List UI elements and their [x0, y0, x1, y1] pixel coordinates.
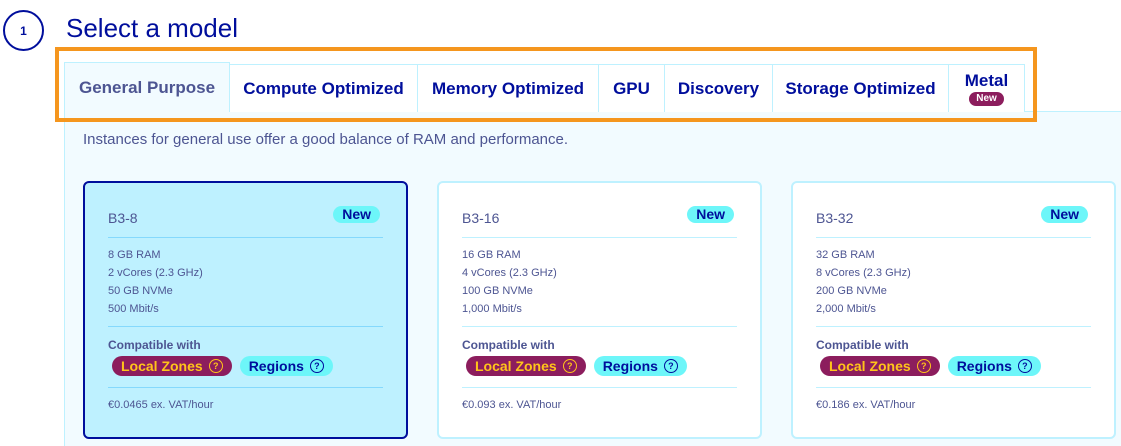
spec-bandwidth: 2,000 Mbit/s [816, 303, 876, 315]
category-description: Instances for general use offer a good b… [83, 131, 569, 148]
new-badge: New [969, 92, 1004, 106]
compatible-label: Compatible with [108, 338, 201, 352]
divider [462, 387, 737, 388]
model-card-b3-16[interactable]: B3-16 New 16 GB RAM 4 vCores (2.3 GHz) 1… [437, 181, 762, 439]
price: €0.0465 ex. VAT/hour [108, 399, 214, 411]
regions-pill[interactable]: Regions ? [239, 356, 333, 376]
tab-compute-optimized[interactable]: Compute Optimized [229, 64, 418, 112]
spec-vcores: 4 vCores (2.3 GHz) [462, 267, 557, 279]
divider [462, 326, 737, 327]
local-zones-pill[interactable]: Local Zones ? [112, 356, 232, 376]
pill-label: Local Zones [121, 358, 203, 374]
question-circle-icon[interactable]: ? [1017, 359, 1032, 373]
compatibility-pills: Local Zones ? Regions ? [820, 356, 1041, 376]
spec-storage: 50 GB NVMe [108, 285, 173, 297]
spec-ram: 8 GB RAM [108, 249, 161, 261]
regions-pill[interactable]: Regions ? [593, 356, 687, 376]
local-zones-pill[interactable]: Local Zones ? [820, 356, 940, 376]
divider [816, 237, 1091, 238]
model-name: B3-16 [462, 210, 500, 226]
question-circle-icon[interactable]: ? [562, 359, 577, 373]
spec-storage: 100 GB NVMe [462, 285, 533, 297]
price: €0.093 ex. VAT/hour [462, 399, 562, 411]
spec-storage: 200 GB NVMe [816, 285, 887, 297]
tab-general-purpose[interactable]: General Purpose [64, 62, 230, 112]
model-name: B3-8 [108, 210, 138, 226]
spec-vcores: 2 vCores (2.3 GHz) [108, 267, 203, 279]
tab-label: Storage Optimized [785, 78, 936, 98]
divider [816, 387, 1091, 388]
divider [108, 326, 383, 327]
tab-metal[interactable]: Metal New [948, 64, 1025, 112]
tab-label: Memory Optimized [431, 78, 585, 98]
pill-label: Local Zones [829, 358, 911, 374]
question-circle-icon[interactable]: ? [208, 359, 223, 373]
price: €0.186 ex. VAT/hour [816, 399, 916, 411]
tab-memory-optimized[interactable]: Memory Optimized [417, 64, 599, 112]
new-badge: New [333, 206, 380, 223]
new-badge: New [687, 206, 734, 223]
tab-label: Metal [964, 71, 1009, 90]
tab-label: GPU [613, 78, 650, 98]
pill-label: Regions [956, 358, 1012, 374]
tab-storage-optimized[interactable]: Storage Optimized [772, 64, 949, 112]
divider [108, 237, 383, 238]
tab-label: Discovery [677, 78, 760, 98]
tab-discovery[interactable]: Discovery [664, 64, 773, 112]
tab-label: General Purpose [78, 77, 216, 97]
spec-ram: 16 GB RAM [462, 249, 521, 261]
model-card-b3-8[interactable]: B3-8 New 8 GB RAM 2 vCores (2.3 GHz) 50 … [83, 181, 408, 439]
divider [108, 387, 383, 388]
spec-bandwidth: 1,000 Mbit/s [462, 303, 522, 315]
tab-gpu[interactable]: GPU [598, 64, 665, 112]
compatibility-pills: Local Zones ? Regions ? [466, 356, 687, 376]
pill-label: Local Zones [475, 358, 557, 374]
tab-label: Compute Optimized [243, 78, 404, 98]
divider [462, 237, 737, 238]
question-circle-icon[interactable]: ? [309, 359, 324, 373]
spec-vcores: 8 vCores (2.3 GHz) [816, 267, 911, 279]
spec-ram: 32 GB RAM [816, 249, 875, 261]
pill-label: Regions [248, 358, 304, 374]
model-category-tabs: General Purpose Compute Optimized Memory… [64, 62, 1025, 112]
compatible-label: Compatible with [462, 338, 555, 352]
model-name: B3-32 [816, 210, 854, 226]
regions-pill[interactable]: Regions ? [947, 356, 1041, 376]
compatible-label: Compatible with [816, 338, 909, 352]
step-number-badge: 1 [3, 10, 44, 51]
compatibility-pills: Local Zones ? Regions ? [112, 356, 333, 376]
model-card-b3-32[interactable]: B3-32 New 32 GB RAM 8 vCores (2.3 GHz) 2… [791, 181, 1116, 439]
divider [816, 326, 1091, 327]
tab-panel-general-purpose: Instances for general use offer a good b… [64, 111, 1121, 446]
new-badge: New [1041, 206, 1088, 223]
question-circle-icon[interactable]: ? [916, 359, 931, 373]
pill-label: Regions [602, 358, 658, 374]
spec-bandwidth: 500 Mbit/s [108, 303, 159, 315]
local-zones-pill[interactable]: Local Zones ? [466, 356, 586, 376]
question-circle-icon[interactable]: ? [663, 359, 678, 373]
page-title: Select a model [66, 13, 238, 43]
